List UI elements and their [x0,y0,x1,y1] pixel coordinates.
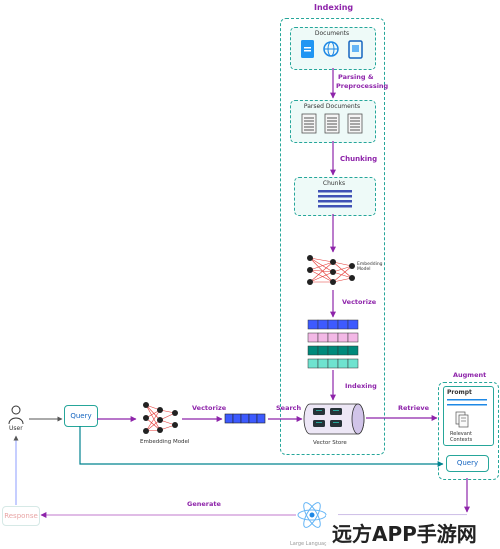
vector-store-icon [303,403,365,435]
query-vector [224,413,266,424]
augment-container [438,382,499,480]
parsing-label: Parsing & [338,73,374,81]
parsed-doc-icon [301,113,363,134]
indexing-arrow-label: Indexing [345,382,377,390]
embedding-model-icon-index [307,255,355,285]
preprocessing-label: Preprocessing [336,82,389,90]
query-box[interactable]: Query [64,405,98,427]
relevant-contexts-label: Relevant Contexts [450,431,473,443]
chunking-label: Chunking [340,155,378,163]
retrieve-label: Retrieve [398,404,430,412]
vectorize-query-label: Vectorize [192,404,227,412]
llm-label: Large Language Model [290,541,347,547]
prompt-box [443,386,494,446]
doc-icon [301,40,314,58]
indexing-container [280,18,385,455]
globe-icon [323,41,339,57]
vector-store-label: Vector Store [313,440,347,446]
chunks-title: Chunks [322,180,346,187]
indexing-title: Indexing [314,3,354,12]
vectors-grid [307,319,359,369]
prompt-lines [447,399,487,406]
augment-title: Augment [453,371,487,379]
prompt-title: Prompt [447,389,472,396]
parsed-documents-title: Parsed Documents [303,103,361,110]
response-box: Response [2,506,40,526]
documents-title: Documents [314,30,350,37]
user-label: User [9,425,23,432]
user-icon [8,405,24,425]
generate-label: Generate [187,500,221,508]
embedding-model-label: Embedding Model [140,439,190,445]
search-label: Search [276,404,302,412]
embedding-model-small-label: Embedding Model [357,262,383,272]
llm-icon [297,502,327,528]
prompt-query-box: Query [446,455,489,472]
relevant-contexts-icon [455,411,469,428]
watermark-text: 远方APP手游网 [332,522,477,546]
vectorize-label: Vectorize [342,298,377,306]
file-icon [348,40,363,59]
chunks-icon [318,190,352,208]
embedding-model-icon-query [143,402,178,434]
watermark-bg [326,515,500,549]
